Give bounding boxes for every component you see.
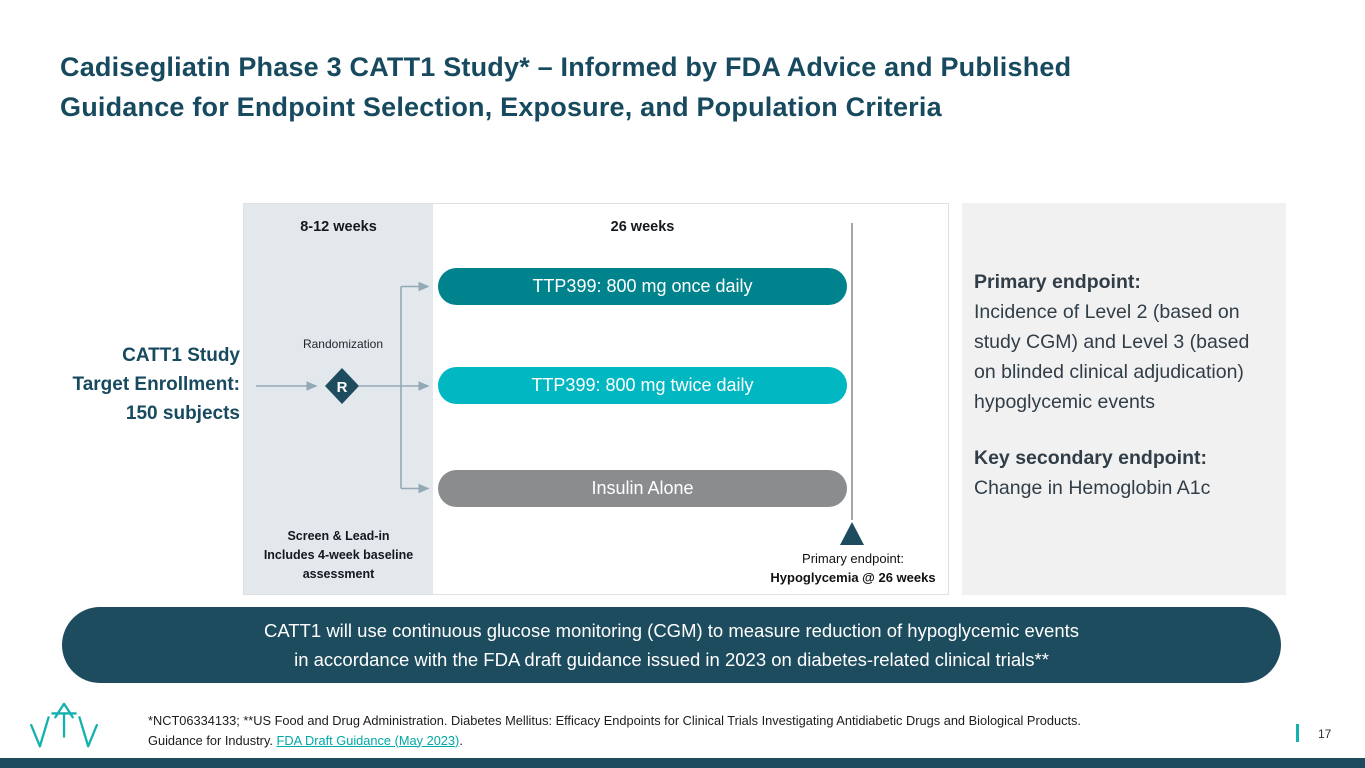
flow-arrows: R bbox=[256, 223, 864, 545]
primary-endpoint-title: Primary endpoint: bbox=[974, 271, 1141, 293]
leadin-footer-label: Screen & Lead-in Includes 4-week baselin… bbox=[263, 529, 414, 581]
primary-endpoint-body: Incidence of Level 2 (based on study CGM… bbox=[974, 301, 1250, 413]
secondary-endpoint-body: Change in Hemoglobin A1c bbox=[974, 477, 1211, 499]
footnote-line1: *NCT06334133; **US Food and Drug Adminis… bbox=[148, 713, 1081, 728]
page-number-divider bbox=[1296, 724, 1299, 742]
treatment-arm-3: Insulin Alone bbox=[438, 470, 847, 507]
secondary-endpoint-section: Key secondary endpoint: Change in Hemogl… bbox=[974, 443, 1274, 503]
treatment-arm-2: TTP399: 800 mg twice daily bbox=[438, 367, 847, 404]
endpoint-marker-label: Primary endpoint: Hypoglycemia @ 26 week… bbox=[737, 549, 969, 587]
treatment-arm-1: TTP399: 800 mg once daily bbox=[438, 268, 847, 305]
footnote-line2: Guidance for Industry. bbox=[148, 732, 277, 748]
vtv-logo-v1 bbox=[30, 716, 50, 748]
endpoints-panel: Primary endpoint: Incidence of Level 2 (… bbox=[962, 203, 1286, 595]
slide-title: Cadisegliatin Phase 3 CATT1 Study* – Inf… bbox=[60, 52, 1072, 122]
footnote: *NCT06334133; **US Food and Drug Adminis… bbox=[148, 711, 1283, 750]
cgm-banner: CATT1 will use continuous glucose monito… bbox=[62, 607, 1281, 683]
fda-guidance-link[interactable]: FDA Draft Guidance (May 2023) bbox=[276, 732, 460, 748]
vtv-logo bbox=[30, 702, 99, 748]
study-schema-figure: 8-12 weeks 26 weeks Randomization Screen… bbox=[243, 203, 949, 595]
randomization-label: Randomization bbox=[302, 337, 384, 351]
endpoint-marker-triangle bbox=[840, 522, 864, 545]
secondary-endpoint-title: Key secondary endpoint: bbox=[974, 447, 1207, 469]
page-number: 17 bbox=[1318, 727, 1332, 741]
endpoint-marker-line1: Primary endpoint: bbox=[802, 551, 904, 566]
footnote-suffix: . bbox=[459, 732, 463, 748]
treatment-duration-label: 26 weeks bbox=[610, 219, 675, 235]
randomization-diamond bbox=[325, 368, 359, 404]
leadin-duration-label: 8-12 weeks bbox=[300, 219, 377, 235]
primary-endpoint-section: Primary endpoint: Incidence of Level 2 (… bbox=[974, 267, 1274, 417]
endpoint-marker-line2: Hypoglycemia @ 26 weeks bbox=[770, 570, 936, 585]
enrollment-label: CATT1 Study Target Enrollment: 150 subje… bbox=[72, 345, 241, 424]
vtv-logo-v2 bbox=[78, 716, 99, 748]
bottom-accent-strip bbox=[0, 758, 1365, 768]
randomization-r: R bbox=[337, 379, 348, 396]
